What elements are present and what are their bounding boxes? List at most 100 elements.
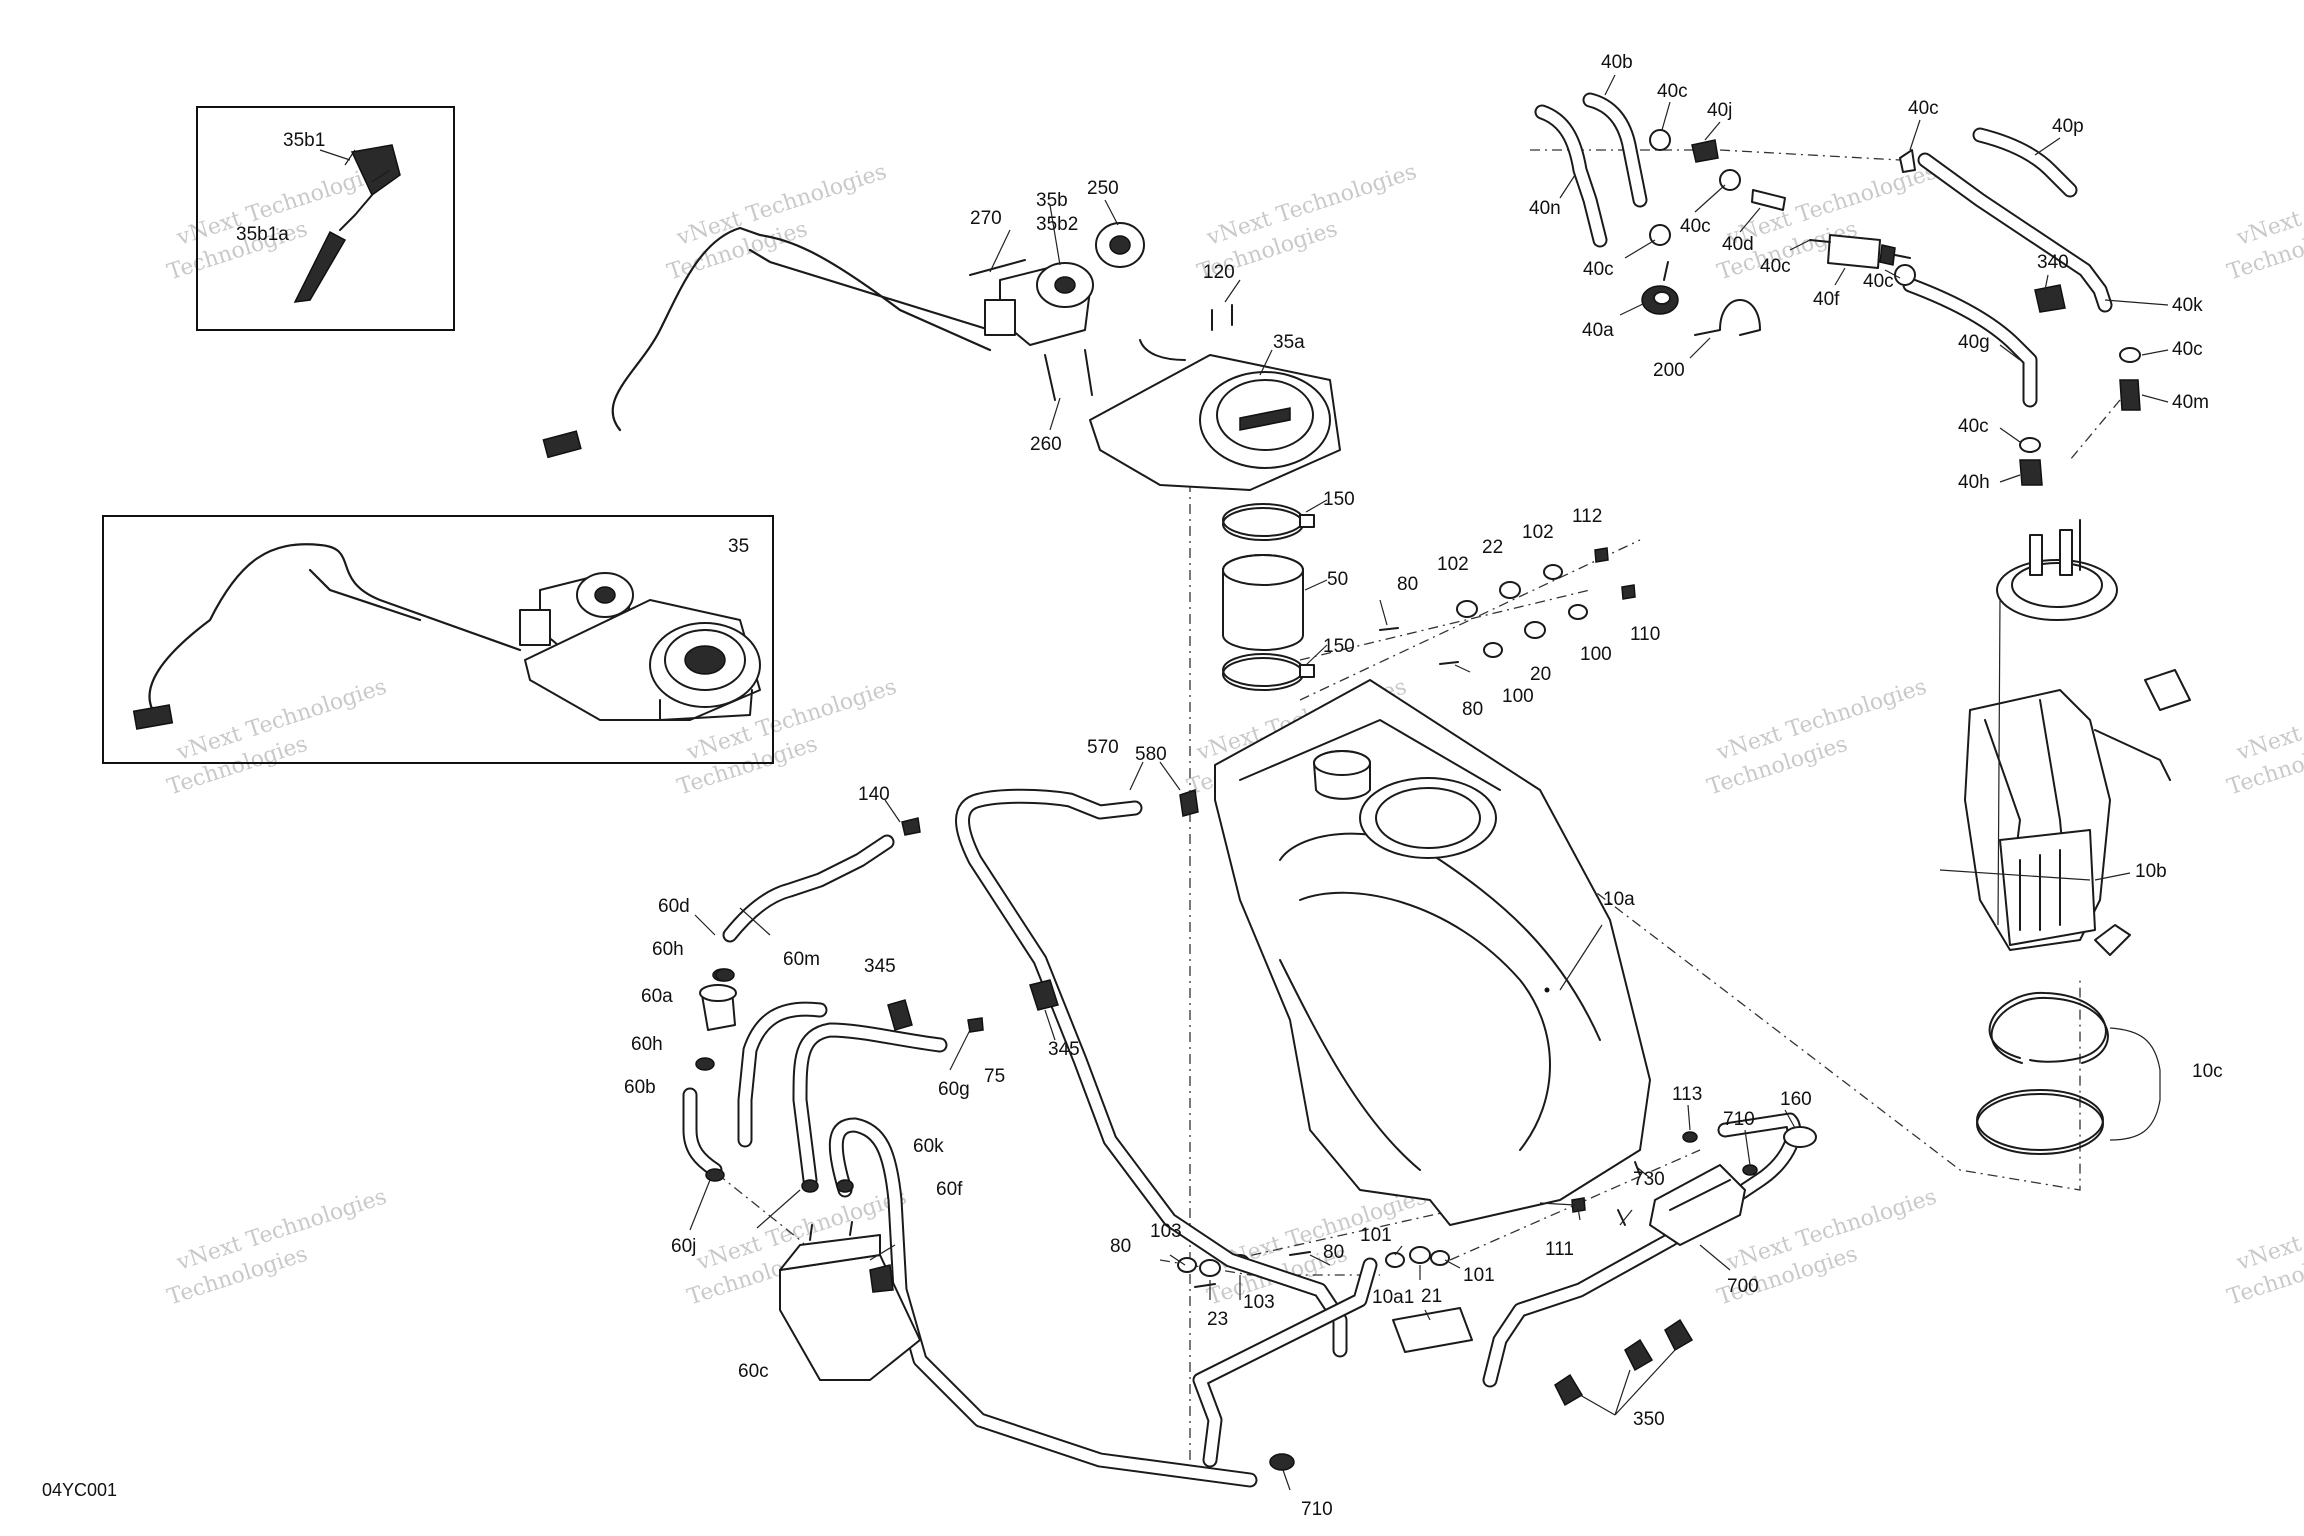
grommet-22: [1499, 581, 1521, 599]
label-580: 580: [1135, 744, 1167, 765]
label-60h: 60h: [631, 1034, 663, 1055]
label-710: 710: [1723, 1109, 1755, 1130]
label-40f: 40f: [1813, 289, 1840, 310]
diagram-code: 04YC001: [42, 1480, 117, 1500]
clip-340: [2034, 284, 2066, 313]
label-10a1: 10a1: [1372, 1287, 1414, 1308]
watermark: vNext Technologies Technologies: [664, 159, 889, 285]
screw-120: [1211, 304, 1233, 331]
inset-35b1: 35b1 35b1a: [196, 106, 455, 331]
screw-80: [1194, 627, 1459, 1288]
ignition-switch: [984, 262, 1094, 346]
label-80: 80: [1323, 1242, 1344, 1263]
watermark: vNext Technologies Technologies: [2224, 674, 2304, 800]
grommet-20: [1524, 621, 1546, 639]
label-75: 75: [984, 1066, 1005, 1087]
washer-102: [1543, 564, 1563, 580]
label-140: 140: [858, 784, 890, 805]
clamp-60k: [801, 1179, 819, 1193]
nut-110: [1621, 584, 1636, 600]
watermark: vNext Technologies Technologies: [164, 674, 389, 800]
label-40h: 40h: [1958, 472, 1990, 493]
label-730: 730: [1633, 1169, 1665, 1190]
clip-345: [1029, 979, 1059, 1011]
label-35b2: 35b2: [1036, 214, 1078, 235]
fuel-tank-10a: [1214, 679, 1651, 1226]
label-40j: 40j: [1707, 100, 1732, 121]
label-22: 22: [1482, 537, 1503, 558]
label-40c: 40c: [1760, 256, 1791, 277]
nut-113: [1682, 1131, 1698, 1143]
inset-35: 35: [102, 515, 774, 764]
label-60g: 60g: [938, 1079, 970, 1100]
module-700: [1269, 1126, 1817, 1471]
label-250: 250: [1087, 178, 1119, 199]
label-200: 200: [1653, 360, 1685, 381]
clip-350: [1664, 1318, 1694, 1352]
label-60c: 60c: [738, 1361, 769, 1382]
clamp-60h: [715, 968, 735, 982]
label-60m: 60m: [783, 949, 820, 970]
label-60b: 60b: [624, 1077, 656, 1098]
clamp-150: [1222, 653, 1315, 691]
washer-103: [1177, 1257, 1197, 1273]
evap-canister-60c: [779, 1221, 921, 1381]
label-20: 20: [1530, 664, 1551, 685]
label-plate-10a1: [1392, 1307, 1473, 1353]
label-10a: 10a: [1603, 889, 1635, 910]
label-40d: 40d: [1722, 234, 1754, 255]
clamp-580: [1179, 789, 1199, 817]
washer-101: [1385, 1252, 1405, 1268]
clamp-60k: [836, 1179, 854, 1193]
label-23: 23: [1207, 1309, 1228, 1330]
label-40p: 40p: [2052, 116, 2084, 137]
clip-345: [887, 999, 913, 1031]
clip-350: [1554, 1373, 1584, 1407]
harness-connector: [542, 430, 582, 459]
label-60j: 60j: [671, 1236, 696, 1257]
label-40c: 40c: [1680, 216, 1711, 237]
fuel-pump-module-10b: [1964, 519, 2191, 956]
watermark: vNext Technologies Technologies: [1704, 674, 1929, 800]
svg-text:vNext Technologies: vNext Technologies: [2233, 159, 2304, 251]
callouts: 270 35b 35b2 250 120 35a 260 150 50 150 …: [624, 52, 2223, 1520]
label-340: 340: [2037, 252, 2069, 273]
label-10c: 10c: [2192, 1061, 2223, 1082]
filler-neck-parts: [1222, 503, 1315, 691]
clip-350: [1624, 1338, 1654, 1372]
washer-101: [1430, 1250, 1450, 1266]
watermark: vNext Technologies Technologies: [164, 1184, 389, 1310]
label-80: 80: [1397, 574, 1418, 595]
quick-connector-40j: [1691, 139, 1719, 163]
label-40c: 40c: [2172, 339, 2203, 360]
label-60h: 60h: [652, 939, 684, 960]
label-700: 700: [1727, 1276, 1759, 1297]
leader-lines: [689, 199, 2091, 1491]
label-40c: 40c: [1583, 259, 1614, 280]
label-101: 101: [1463, 1265, 1495, 1286]
clamp-60j: [705, 1168, 725, 1182]
label-10b: 10b: [2135, 861, 2167, 882]
label-101: 101: [1360, 1225, 1392, 1246]
grommet-21: [1409, 1246, 1431, 1264]
leader-lines-40: [1559, 74, 2169, 881]
label-160: 160: [1780, 1089, 1812, 1110]
label-100: 100: [1580, 644, 1612, 665]
tank-hardware: [901, 547, 1636, 1353]
label-350: 350: [1633, 1409, 1665, 1430]
fuel-filter-40f: [1809, 234, 1911, 269]
clamp-40c: [2119, 347, 2141, 363]
label-60k: 60k: [913, 1136, 944, 1157]
bracket-35a: [1089, 339, 1341, 491]
label-40m: 40m: [2172, 392, 2209, 413]
svg-text:vNext Technologies: vNext Technologies: [2233, 674, 2304, 766]
label-40c: 40c: [1958, 416, 1989, 437]
clip-200: [1694, 299, 1761, 336]
washer-100: [1568, 604, 1588, 620]
watermark: vNext Technologies Technologies: [1714, 159, 1939, 285]
nut-111: [1571, 1197, 1586, 1213]
label-80: 80: [1110, 1236, 1131, 1257]
label-21: 21: [1421, 1286, 1442, 1307]
label-103: 103: [1243, 1292, 1275, 1313]
label-345: 345: [1048, 1039, 1080, 1060]
